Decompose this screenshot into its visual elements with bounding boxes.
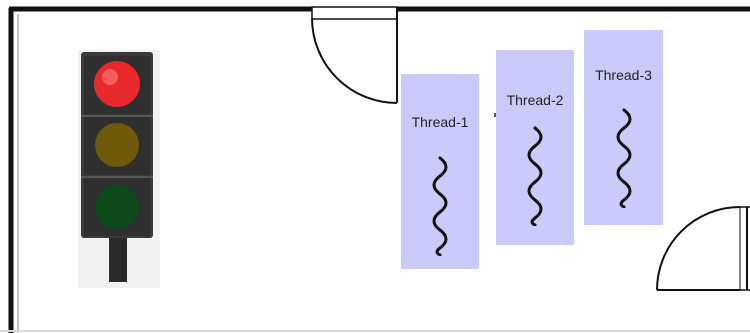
thread-box-1: Thread-1 (401, 74, 479, 269)
traffic-light-pole (109, 236, 127, 282)
thread-label: Thread-2 (506, 92, 564, 108)
top-door (311, 6, 398, 104)
thread-box-2: Thread-2 (496, 50, 574, 245)
green-lamp (95, 185, 139, 229)
squiggle-icon (616, 108, 632, 208)
squiggle-icon (432, 156, 448, 256)
thread-label: Thread-1 (411, 114, 469, 130)
yellow-lamp (95, 123, 139, 167)
thread-label: Thread-3 (595, 67, 652, 83)
red-lamp (94, 61, 140, 107)
traffic-light (78, 50, 160, 288)
thread-box-3: Thread-3 (584, 30, 663, 225)
right-door (656, 206, 750, 291)
squiggle-icon (527, 126, 543, 226)
